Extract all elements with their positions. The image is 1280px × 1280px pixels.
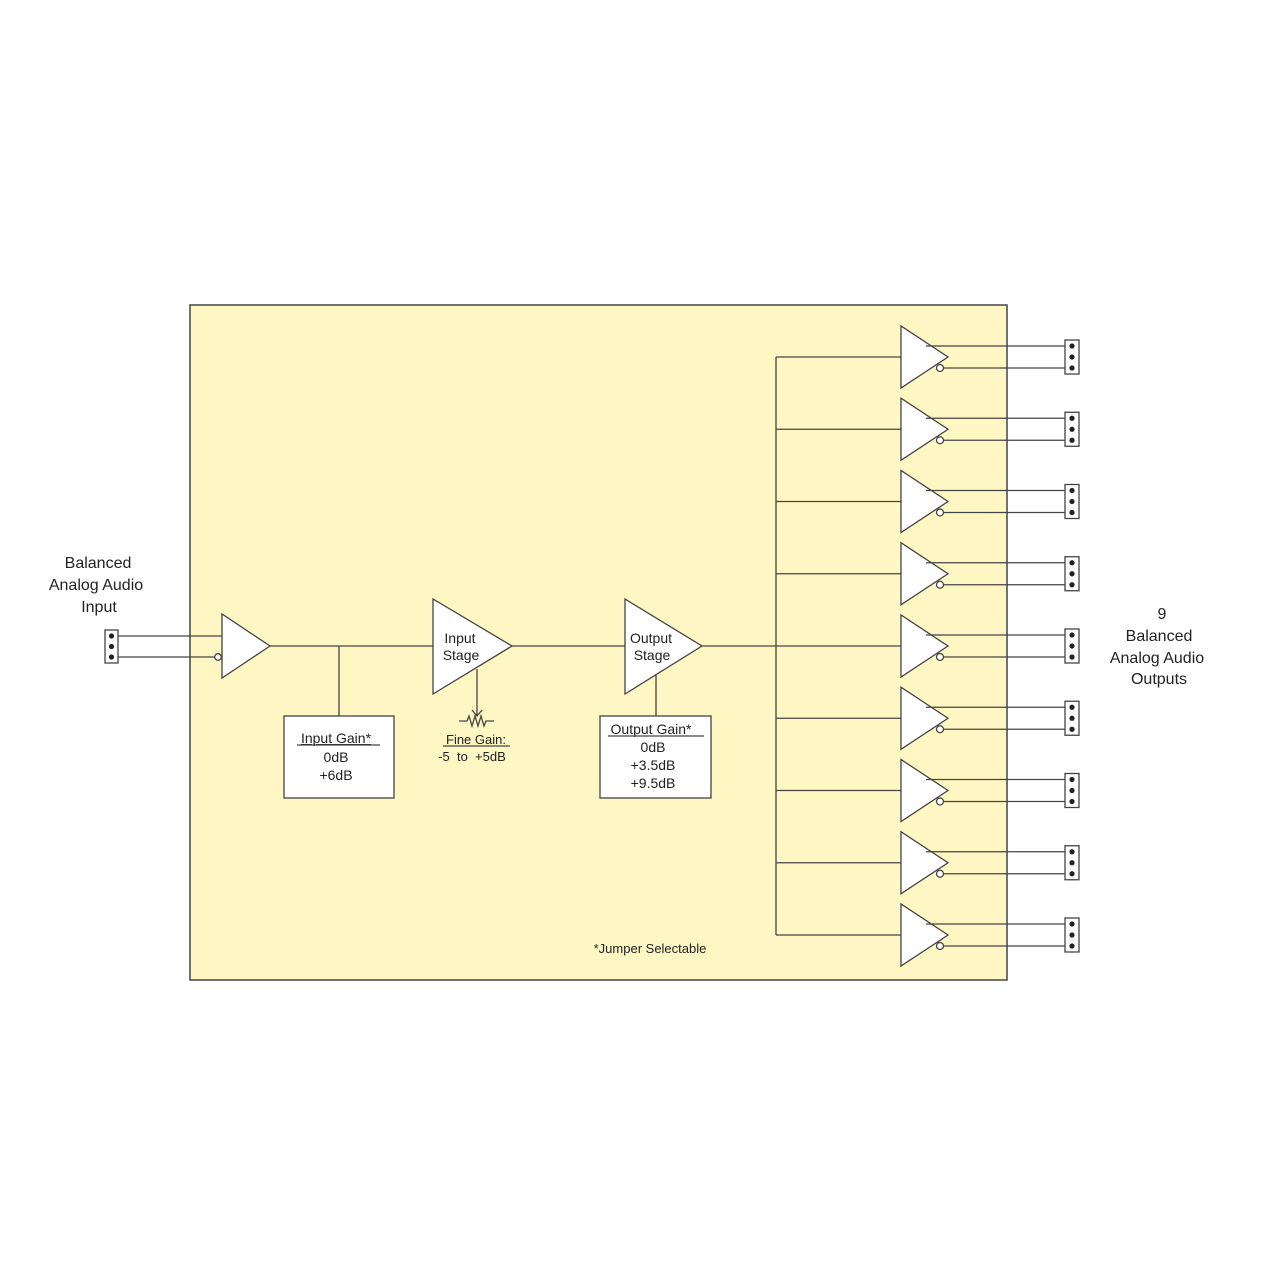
output-label-line3: Analog Audio xyxy=(1110,650,1204,667)
output-channel-6 xyxy=(776,686,1080,751)
output-wires xyxy=(926,489,1065,514)
output-label-line2: Balanced xyxy=(1126,628,1193,645)
output-gain-option-1: 0dB xyxy=(641,739,666,755)
input-label-line3: Input xyxy=(81,599,117,616)
input-gain-option-1: 0dB xyxy=(324,749,349,765)
input-stage-amp xyxy=(432,597,514,696)
inverting-bubble xyxy=(214,653,222,661)
output-driver-amp xyxy=(900,902,950,968)
output-wires xyxy=(926,923,1065,947)
potentiometer-icon xyxy=(459,669,494,729)
inverting-bubble xyxy=(935,869,945,878)
output-label-line4: Outputs xyxy=(1131,671,1187,688)
output-wires xyxy=(926,417,1065,441)
output-wires xyxy=(926,634,1065,658)
input-buffer-amp xyxy=(221,612,272,680)
input-stage-label-2: Stage xyxy=(443,647,480,663)
signal-line xyxy=(270,645,433,716)
output-driver-amp xyxy=(900,324,950,390)
output-channel-2 xyxy=(776,397,1080,462)
output-connector xyxy=(1064,700,1080,736)
output-stage-label-2: Stage xyxy=(634,647,671,663)
output-driver-amp xyxy=(900,830,950,895)
output-wires xyxy=(926,345,1065,369)
input-label-line2: Analog Audio xyxy=(49,577,143,594)
output-channel-4 xyxy=(776,541,1080,606)
output-connector xyxy=(1064,845,1080,881)
input-gain-box xyxy=(283,715,395,799)
output-driver-amp xyxy=(900,541,950,606)
output-channel-8 xyxy=(776,830,1080,895)
inverting-bubble xyxy=(935,363,945,373)
output-stage-amp xyxy=(624,597,704,696)
output-driver-amp xyxy=(900,469,950,534)
output-label-line1: 9 xyxy=(1158,606,1167,623)
output-channel-7 xyxy=(776,758,1080,823)
output-driver-amp xyxy=(900,758,950,823)
output-gain-box xyxy=(599,715,712,799)
output-driver-amp xyxy=(900,686,950,751)
output-connector xyxy=(1064,483,1080,520)
output-gain-title: Output Gain* xyxy=(611,721,692,737)
inverting-bubble xyxy=(935,725,945,734)
input-gain-option-2: +6dB xyxy=(319,767,352,783)
output-connector xyxy=(1064,917,1080,953)
output-connector xyxy=(1064,339,1080,375)
output-connector xyxy=(1064,556,1080,592)
output-channel-9 xyxy=(776,902,1080,968)
output-wires xyxy=(926,562,1065,586)
inverting-bubble xyxy=(935,508,945,517)
output-channel-3 xyxy=(776,469,1080,534)
output-connector xyxy=(1064,772,1080,809)
output-connector xyxy=(1064,411,1080,447)
output-wires xyxy=(926,706,1065,730)
output-channel-1 xyxy=(776,324,1080,390)
output-connector xyxy=(1064,628,1080,664)
inverting-bubble xyxy=(935,580,945,589)
footnote: *Jumper Selectable xyxy=(594,941,707,956)
input-stage-label-1: Input xyxy=(444,630,475,646)
inverting-bubble xyxy=(935,436,945,445)
output-driver-amp xyxy=(900,397,950,462)
fine-gain-range: -5 to +5dB xyxy=(438,749,506,764)
output-driver-amp xyxy=(900,613,950,679)
inverting-bubble xyxy=(935,797,945,806)
output-gain-option-2: +3.5dB xyxy=(631,757,676,773)
output-channel-5 xyxy=(776,613,1080,679)
input-label-line1: Balanced xyxy=(65,555,132,572)
inverting-bubble xyxy=(935,941,945,951)
input-connector xyxy=(104,629,119,664)
input-wires xyxy=(118,635,222,658)
output-gain-option-3: +9.5dB xyxy=(631,775,676,791)
input-gain-title: Input Gain* xyxy=(301,730,372,746)
output-drivers xyxy=(776,324,1080,968)
fine-gain-title: Fine Gain: xyxy=(446,732,506,747)
output-wires xyxy=(926,778,1065,803)
output-wires xyxy=(926,851,1065,875)
output-stage-label-1: Output xyxy=(630,630,672,646)
inverting-bubble xyxy=(935,652,945,662)
board-outline xyxy=(189,304,1008,981)
